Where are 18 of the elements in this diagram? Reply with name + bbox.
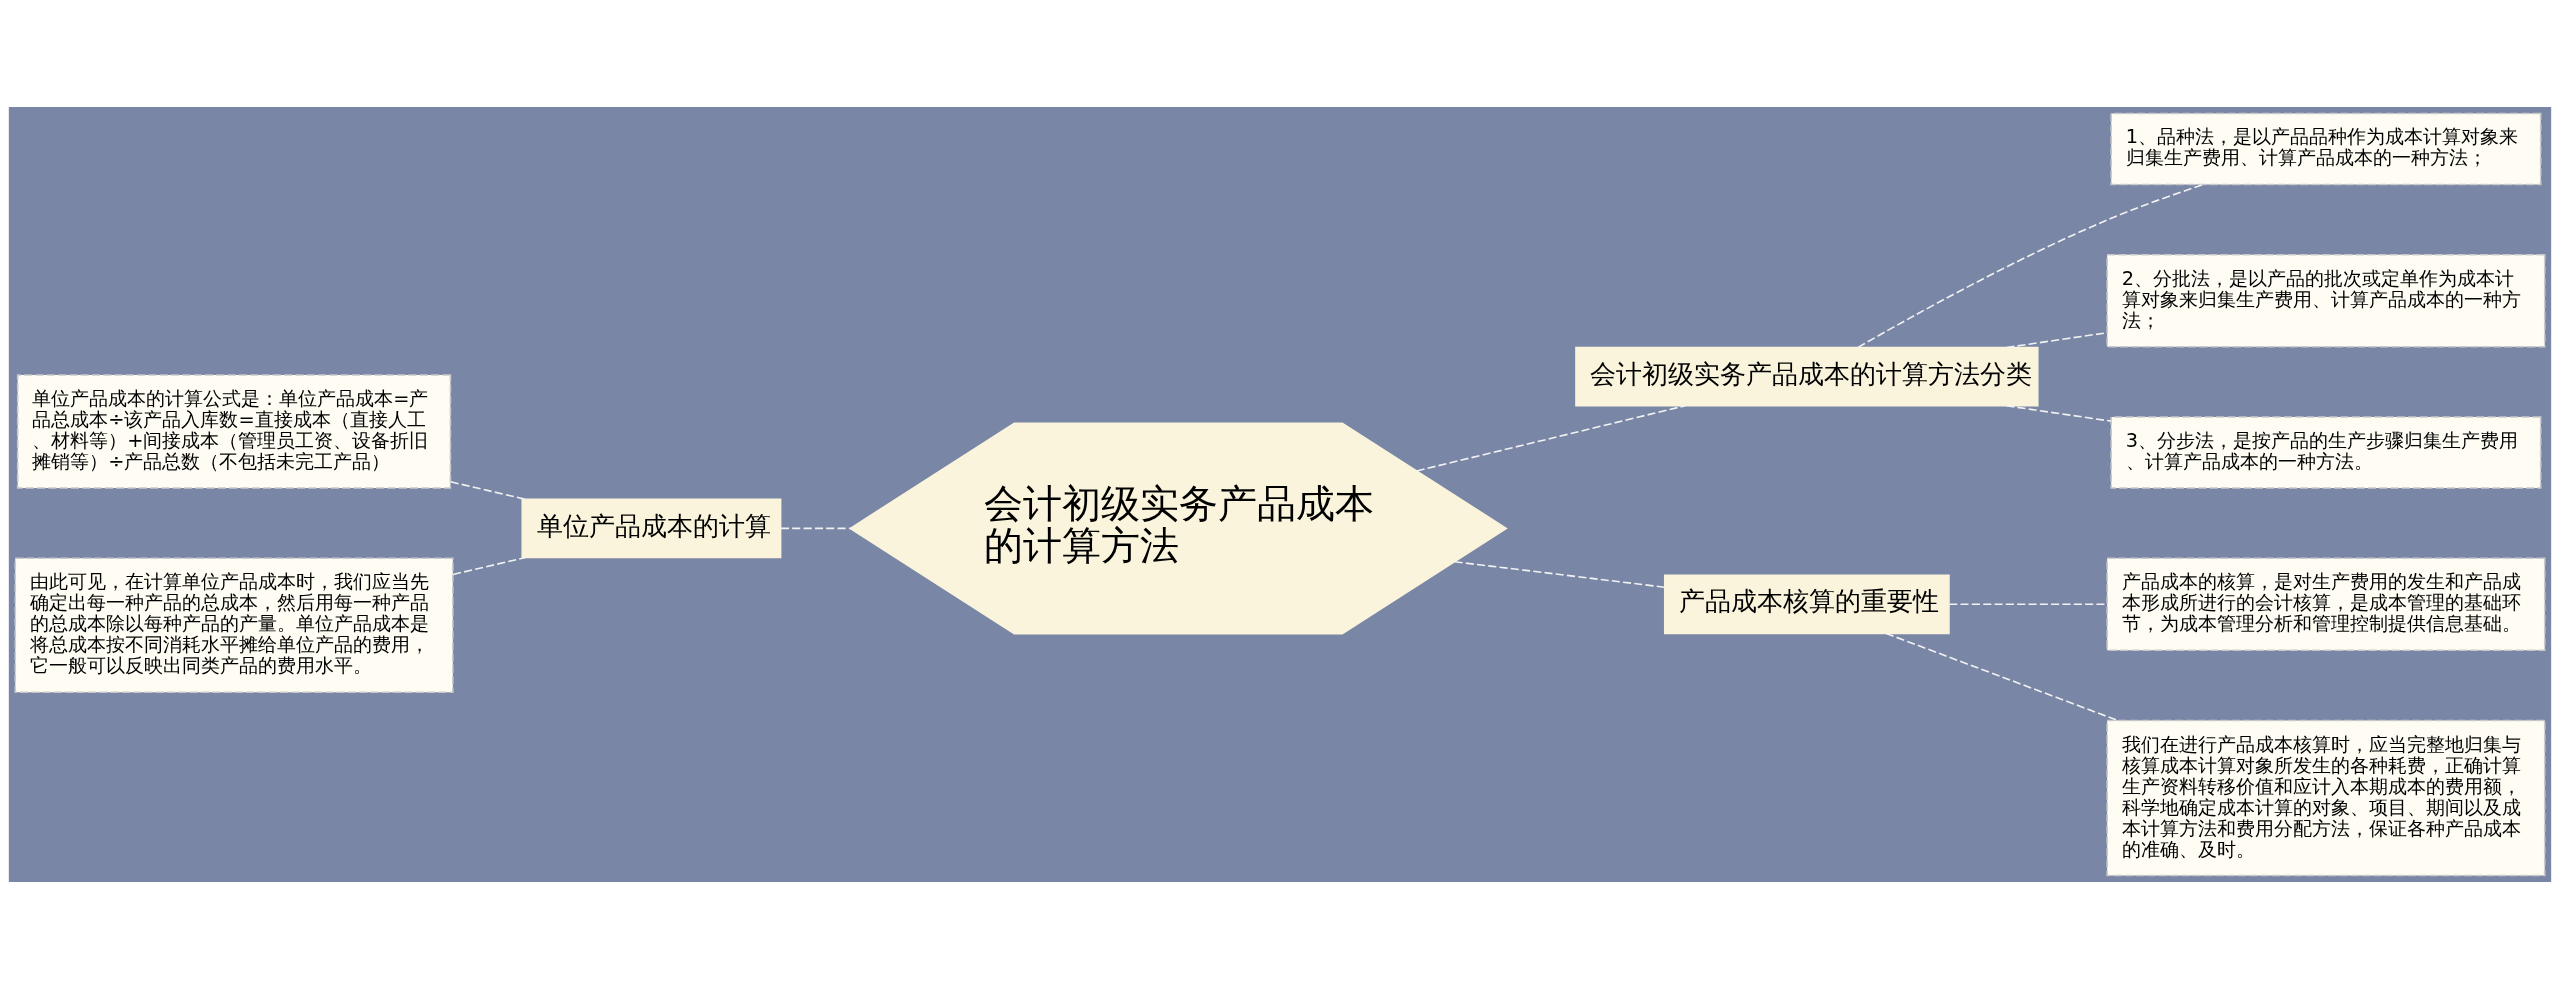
connector [449,481,527,501]
node-box: 由此可见，在计算单位产品成本时，我们应当先确定出每一种产品的总成本，然后用每一种产品的总成本除以每种产品的产量。单位产品成本是将总成本按不同消耗水平摊给单位产品的费用，它一般可以反映出同类产品的费用水平。 [14,557,454,694]
connector [452,556,527,576]
node-box: 3、分步法，是按产品的生产步骤归集生产费用、计算产品成本的一种方法。 [2110,416,2542,489]
connector [1453,560,1666,588]
node-box: 单位产品成本的计算公式是：单位产品成本=产品总成本÷该产品入库数=直接成本（直接人工、材料等）+间接成本（管理员工资、设备折旧摊销等）÷产品总数（不包括未完工产品） [16,374,452,489]
node-box: 1、品种法，是以产品品种作为成本计算对象来归集生产费用、计算产品成本的一种方法； [2110,112,2542,186]
node-box: 会计初级实务产品成本的计算方法分类 [1575,346,2039,407]
node-box: 单位产品成本的计算 [521,498,782,559]
connector [1885,632,2119,722]
connector [1857,183,2205,349]
connector [2005,404,2112,422]
node-box: 2、分批法，是以产品的批次或定单作为成本计算对象来归集生产费用、计算产品成本的一种方法； [2106,253,2546,348]
connector [1415,404,1686,472]
connector [780,527,851,530]
node-box: 产品成本核算的重要性 [1663,574,1950,635]
node-box: 我们在进行产品成本核算时，应当完整地归集与核算成本计算对象所发生的各种耗费，正确计算生产资料转移价值和应计入本期成本的费用额，科学地确定成本计算的对象、项目、期间以及成本计算方法和费用分配方法，保证各种产品成本的准确、及时。 [2106,719,2546,877]
node-box: 产品成本的核算，是对生产费用的发生和产品成本形成所进行的会计核算，是成本管理的基础环节，为成本管理分析和管理控制提供信息基础。 [2106,557,2546,652]
